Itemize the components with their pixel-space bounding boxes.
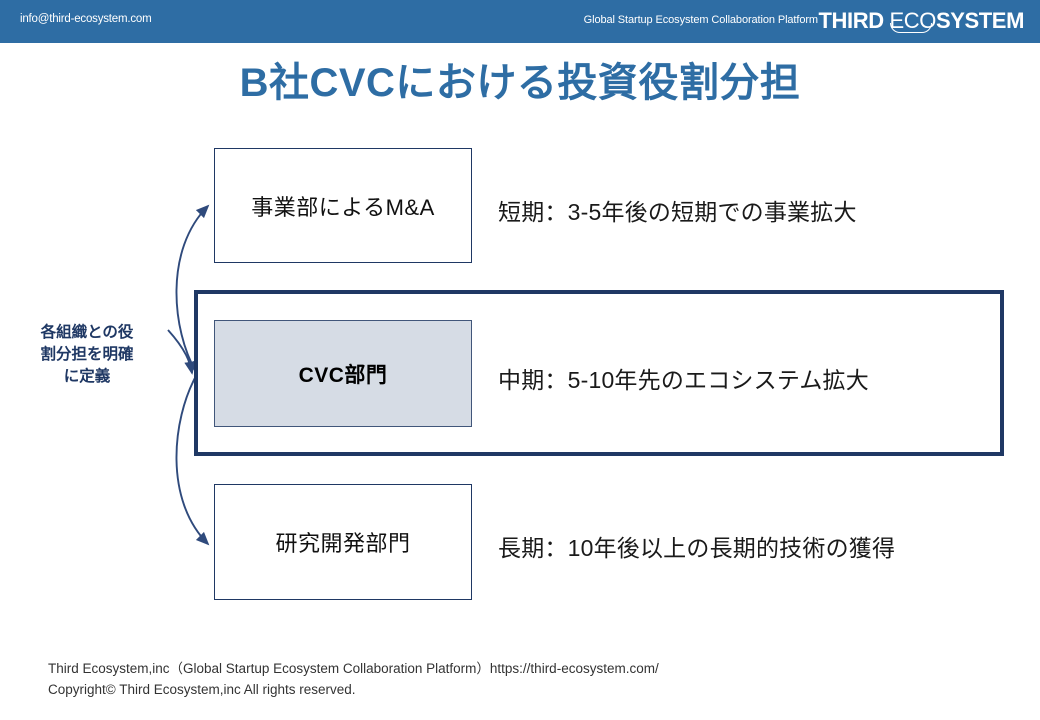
left-annotation-line-1: 各組織との役: [40, 324, 134, 341]
footer-line-copyright: Copyright© Third Ecosystem,inc All right…: [48, 681, 356, 697]
cvc-highlight-frame: [194, 290, 1004, 456]
left-annotation-line-3: に定義: [63, 368, 111, 385]
header-email-text: info@third-ecosystem.com: [20, 13, 152, 25]
page-title: B社CVCにおける投資役割分担: [239, 61, 801, 105]
header-bar: [0, 0, 1040, 43]
logo-word-eco-group: ECO: [889, 8, 936, 34]
logo-word-third: THIRD: [818, 8, 885, 33]
footer-line-company: Third Ecosystem,inc（Global Startup Ecosy…: [48, 661, 659, 676]
dept-box-rd[interactable]: 研究開発部門: [214, 484, 472, 600]
dept-box-ma[interactable]: 事業部によるM&A: [214, 148, 472, 263]
logo-word-system: SYSTEM: [935, 8, 1024, 33]
left-annotation-line-2: 割分担を明確: [40, 346, 134, 363]
dept-box-cvc[interactable]: CVC部門: [214, 320, 472, 427]
logo-word-eco: ECO: [889, 8, 936, 33]
header-tagline: Global Startup Ecosystem Collaboration P…: [583, 14, 818, 26]
horizon-text-short: 短期：3-5年後の短期での事業拡大: [498, 199, 857, 225]
left-annotation: 各組織との役 割分担を明確 に定義: [22, 322, 152, 388]
horizon-text-long: 長期：10年後以上の長期的技術の獲得: [498, 535, 896, 561]
arrow-to-cvc-box: [167, 329, 196, 375]
horizon-text-mid: 中期：5-10年先のエコシステム拡大: [498, 367, 869, 393]
footer: Third Ecosystem,inc（Global Startup Ecosy…: [48, 659, 659, 701]
